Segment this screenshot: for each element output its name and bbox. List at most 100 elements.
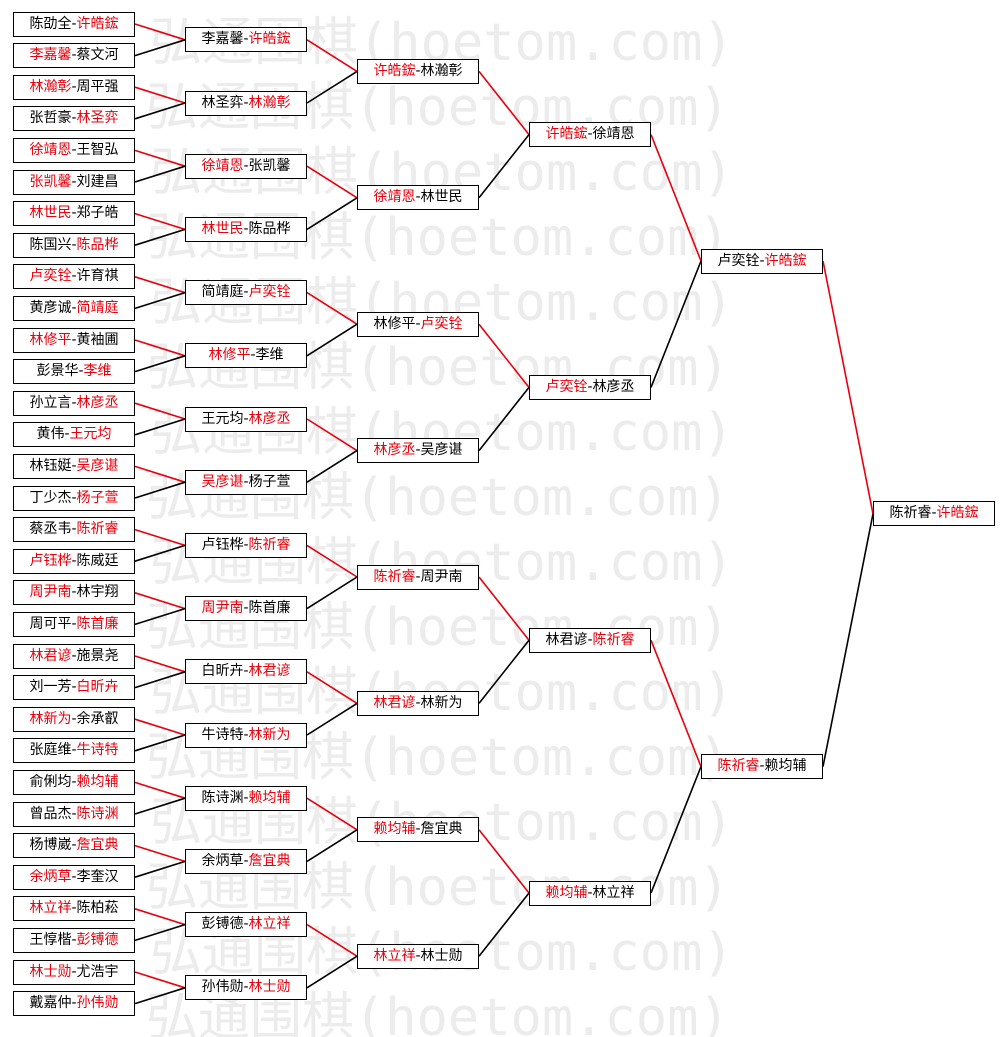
round-1-match: 李嘉馨-蔡文河: [13, 43, 135, 69]
separator: -: [243, 31, 249, 48]
separator: -: [415, 442, 421, 459]
player-name: 李维: [255, 347, 284, 364]
round-2-match: 白昕卉-林君谚: [185, 659, 307, 685]
round-2-match: 李嘉馨-许皓鋐: [185, 27, 307, 53]
player-name: 陈祈睿: [76, 521, 119, 538]
round-1-match: 陈劭全-许皓鋐: [13, 11, 135, 37]
round-1-match: 周可平-陈首廉: [13, 611, 135, 637]
player-name: 林瀚彰: [29, 78, 72, 95]
player-name: 牛诗特: [201, 726, 244, 743]
bracket-connector: [134, 592, 186, 610]
player-name: 陈首廉: [76, 615, 119, 632]
bracket-connector: [478, 892, 530, 957]
player-name: 林彦丞: [373, 442, 416, 459]
player-name: 林新为: [29, 710, 72, 727]
round-1-match: 余炳草-李奎汉: [13, 864, 135, 890]
bracket-connector: [306, 449, 358, 483]
player-name: 刘一芳: [29, 679, 72, 696]
player-name: 卢钰桦: [201, 536, 244, 553]
player-name: 林宇翔: [76, 584, 119, 601]
bracket-connector: [306, 576, 358, 610]
separator: -: [243, 410, 249, 427]
player-name: 赖均辅: [248, 789, 291, 806]
player-name: 吴彦谌: [201, 473, 244, 490]
round-5-match: 卢奕铨-许皓鋐: [701, 248, 823, 274]
player-name: 卢奕铨: [717, 252, 760, 269]
player-name: 俞俐均: [29, 773, 72, 790]
player-name: 周尹南: [420, 568, 463, 585]
separator: -: [415, 947, 421, 964]
separator: -: [71, 457, 77, 474]
player-name: 彭镈德: [76, 931, 119, 948]
player-name: 卢奕铨: [248, 284, 291, 301]
separator: -: [71, 521, 77, 538]
separator: -: [78, 363, 84, 380]
player-name: 陈品桦: [76, 236, 119, 253]
separator: -: [71, 205, 77, 222]
separator: -: [71, 931, 77, 948]
separator: -: [243, 284, 249, 301]
bracket-connector: [134, 860, 186, 878]
player-name: 林新为: [420, 694, 463, 711]
bracket-connector: [134, 797, 186, 815]
bracket-connector: [306, 70, 358, 104]
player-name: 王元均: [201, 410, 244, 427]
round-4-match: 林君谚-陈祈睿: [529, 627, 651, 653]
player-name: 张凯馨: [29, 173, 72, 190]
separator: -: [71, 710, 77, 727]
separator: -: [759, 758, 765, 775]
player-name: 林彦丞: [76, 394, 119, 411]
player-name: 陈柏菘: [76, 900, 119, 917]
round-1-match: 林钰娗-吴彦谌: [13, 453, 135, 479]
round-2-match: 卢钰桦-陈祈睿: [185, 532, 307, 558]
round-1-match: 刘一芳-白昕卉: [13, 675, 135, 701]
round-3-match: 陈祈睿-周尹南: [357, 564, 479, 590]
bracket-connector: [306, 955, 358, 989]
separator: -: [71, 47, 77, 64]
player-name: 林士勋: [29, 963, 72, 980]
player-name: 林世民: [420, 189, 463, 206]
player-name: 李嘉馨: [29, 47, 72, 64]
player-name: 孙伟勋: [201, 979, 244, 996]
separator: -: [243, 220, 249, 237]
bracket-connector: [134, 544, 186, 562]
player-name: 林士勋: [248, 979, 291, 996]
bracket-connector: [134, 402, 186, 420]
bracket-connector: [306, 923, 358, 957]
round-2-match: 徐靖恩-张凯馨: [185, 153, 307, 179]
player-name: 陈诗渊: [201, 789, 244, 806]
player-name: 李奎汉: [76, 868, 119, 885]
bracket-connector: [134, 23, 186, 41]
separator: -: [71, 805, 77, 822]
player-name: 林立祥: [373, 947, 416, 964]
bracket-connector: [306, 829, 358, 863]
round-4-match: 赖均辅-林立祥: [529, 880, 651, 906]
bracket-connector: [306, 197, 358, 231]
separator: -: [64, 426, 70, 443]
player-name: 蔡丞韦: [29, 521, 72, 538]
player-name: 陈诗渊: [76, 805, 119, 822]
separator: -: [415, 315, 421, 332]
bracket-connector: [822, 260, 874, 514]
player-name: 徐靖恩: [201, 157, 244, 174]
player-name: 陈祈睿: [717, 758, 760, 775]
round-1-match: 黄伟-王元均: [13, 422, 135, 448]
round-1-match: 张凯馨-刘建昌: [13, 169, 135, 195]
player-name: 王惇楷: [29, 931, 72, 948]
player-name: 林彦丞: [248, 410, 291, 427]
player-name: 孙伟勋: [76, 995, 119, 1012]
player-name: 赖均辅: [545, 884, 588, 901]
separator: -: [243, 94, 249, 111]
player-name: 郑子皓: [76, 205, 119, 222]
round-1-match: 林新为-余承叡: [13, 706, 135, 732]
player-name: 王智弘: [76, 141, 119, 158]
separator: -: [71, 615, 77, 632]
player-name: 周可平: [29, 615, 72, 632]
player-name: 林士勋: [420, 947, 463, 964]
player-name: 林钰娗: [29, 457, 72, 474]
bracket-connector: [822, 513, 874, 767]
player-name: 陈威廷: [76, 552, 119, 569]
player-name: 陈祈睿: [889, 505, 932, 522]
separator: -: [243, 852, 249, 869]
player-name: 陈国兴: [29, 236, 72, 253]
